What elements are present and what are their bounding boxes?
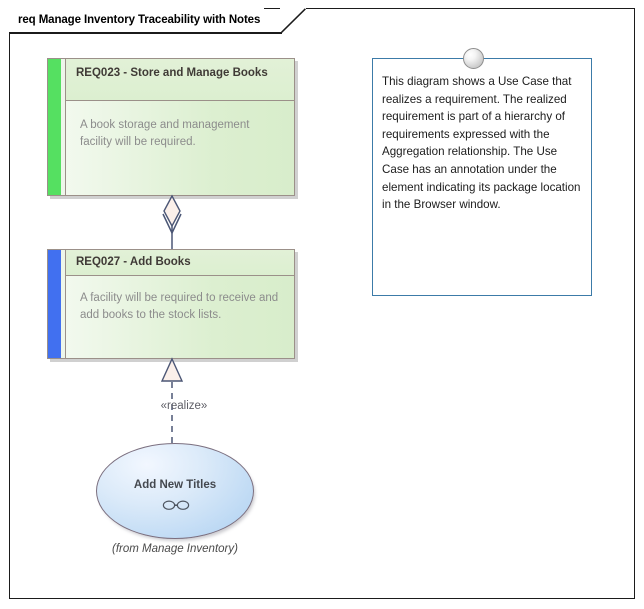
connector-label-realize: «realize» (160, 400, 208, 412)
requirement-element-req023[interactable]: REQ023 - Store and Manage Books A book s… (47, 58, 295, 196)
requirement-bar-separator (61, 250, 66, 358)
eyeglasses-icon (162, 500, 190, 510)
requirement-text-req023: A book storage and management facility w… (66, 101, 294, 195)
diagram-frame (9, 8, 635, 599)
note-anchor-icon (463, 48, 484, 69)
requirement-text-req027: A facility will be required to receive a… (66, 276, 294, 358)
use-case-name: Add New Titles (133, 479, 217, 491)
requirement-accent-bar (48, 250, 61, 358)
requirement-bar-separator (61, 59, 66, 195)
requirement-name-req027: REQ027 - Add Books (66, 250, 294, 276)
requirement-accent-bar (48, 59, 61, 195)
title-tab-underline (10, 32, 282, 34)
use-case-ellipse (96, 443, 254, 539)
note-text: This diagram shows a Use Case that reali… (382, 75, 581, 212)
diagram-title-tab[interactable]: req Manage Inventory Traceability with N… (9, 8, 265, 32)
diagram-title: req Manage Inventory Traceability with N… (18, 14, 261, 26)
use-case-element[interactable]: Add New Titles (from Manage Inventory) (96, 443, 254, 555)
requirement-element-req027[interactable]: REQ027 - Add Books A facility will be re… (47, 249, 295, 359)
title-tab-slant-icon (280, 8, 306, 33)
requirement-name-req023: REQ023 - Store and Manage Books (66, 59, 294, 101)
use-case-package-annotation: (from Manage Inventory) (112, 543, 238, 555)
note-element[interactable]: This diagram shows a Use Case that reali… (372, 58, 592, 296)
